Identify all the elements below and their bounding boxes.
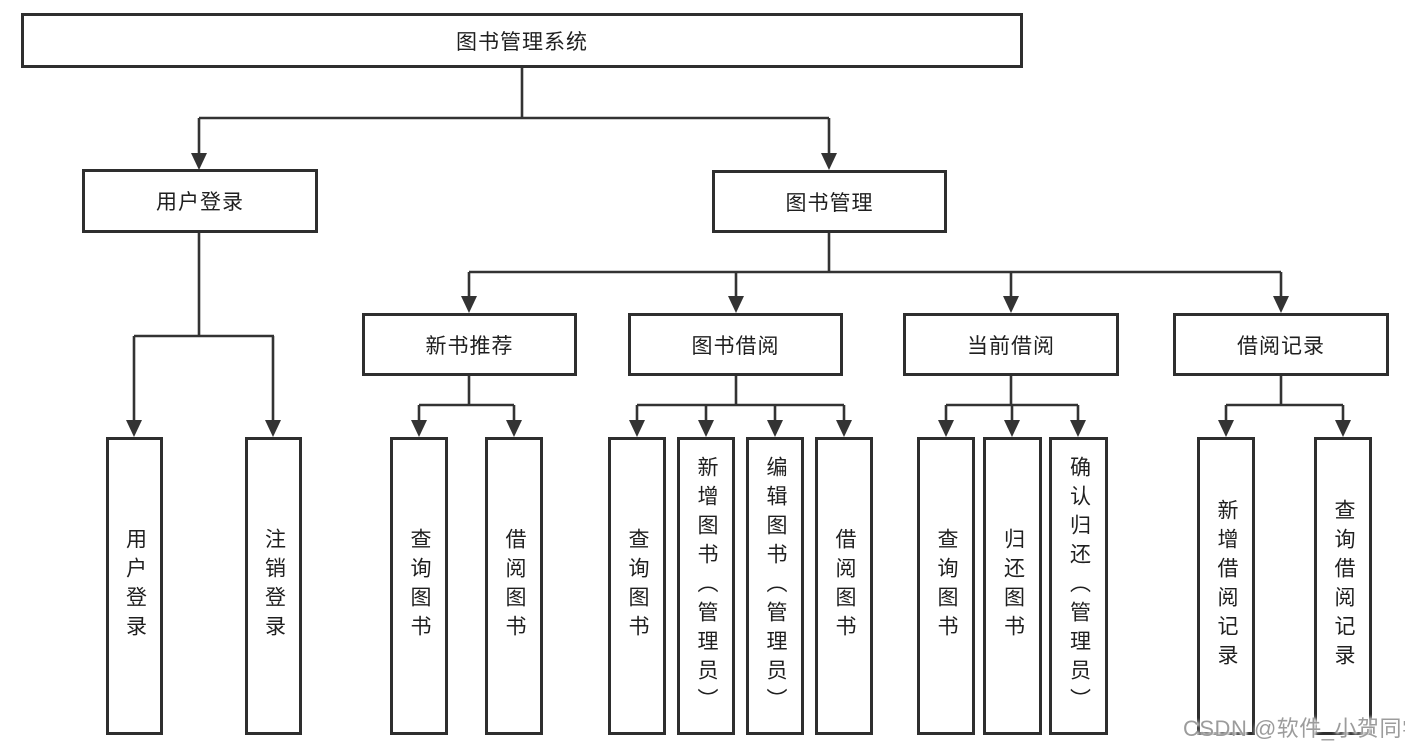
node-label: 图书管理系统 [456, 30, 588, 54]
leaf-newrec-borrow-books: 借阅图书 [485, 437, 543, 735]
node-label: 当前借阅 [967, 334, 1055, 358]
node-book-management: 图书管理 [712, 170, 947, 233]
leaf-records-query-record: 查询借阅记录 [1314, 437, 1372, 735]
leaf-borrow-edit-books: 编辑图书（管理员） [746, 437, 804, 735]
node-label: 新增借阅记录 [1215, 499, 1239, 673]
node-label: 借阅记录 [1237, 334, 1325, 358]
node-root: 图书管理系统 [21, 13, 1023, 68]
node-label: 借阅图书 [833, 528, 857, 644]
node-label: 查询图书 [626, 528, 650, 644]
node-book-borrow: 图书借阅 [628, 313, 843, 376]
node-new-book-recommend: 新书推荐 [362, 313, 577, 376]
leaf-records-add-record: 新增借阅记录 [1197, 437, 1255, 735]
leaf-current-query-books: 查询图书 [917, 437, 975, 735]
node-label: 新增图书（管理员） [695, 455, 719, 717]
leaf-borrow-query-books: 查询图书 [608, 437, 666, 735]
leaf-newrec-query-books: 查询图书 [390, 437, 448, 735]
node-label: 查询图书 [408, 528, 432, 644]
node-label: 借阅图书 [503, 528, 527, 644]
node-label: 图书借阅 [691, 334, 780, 358]
node-label: 用户登录 [156, 191, 244, 214]
node-label: 查询图书 [935, 528, 959, 644]
node-label: 查询借阅记录 [1332, 499, 1356, 673]
node-label: 确认归还（管理员） [1067, 455, 1091, 717]
node-label: 注销登录 [262, 528, 286, 644]
node-label: 图书管理 [785, 191, 874, 215]
node-label: 新书推荐 [425, 334, 514, 358]
node-label: 用户登录 [123, 528, 147, 644]
leaf-logout: 注销登录 [245, 437, 302, 735]
node-label: 编辑图书（管理员） [764, 455, 788, 717]
leaf-user-login: 用户登录 [106, 437, 163, 735]
node-label: 归还图书 [1001, 528, 1025, 644]
leaf-borrow-add-books: 新增图书（管理员） [677, 437, 735, 735]
leaf-current-return-books: 归还图书 [983, 437, 1042, 735]
connector-paths [132, 68, 1345, 421]
arrowheads [126, 153, 1351, 437]
leaf-borrow-borrow-books: 借阅图书 [815, 437, 873, 735]
node-user-login: 用户登录 [82, 169, 318, 233]
node-current-borrow: 当前借阅 [903, 313, 1119, 376]
watermark: CSDN @软件_小贺同学 [1183, 716, 1405, 741]
node-borrow-records: 借阅记录 [1173, 313, 1389, 376]
leaf-current-confirm-return: 确认归还（管理员） [1049, 437, 1108, 735]
